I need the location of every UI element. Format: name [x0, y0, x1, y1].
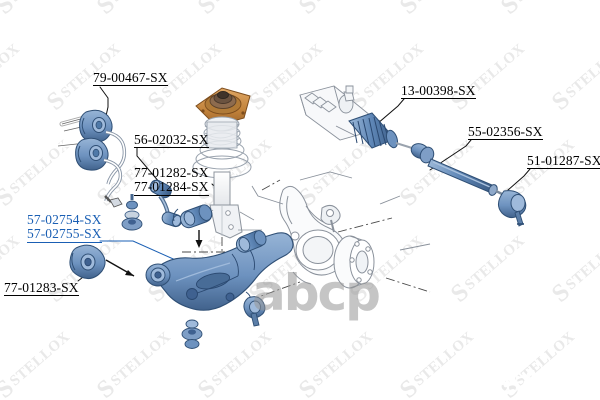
stabilizer-bushing-lower [75, 137, 109, 171]
control-arm-front-eye [145, 263, 171, 287]
label-underline [27, 241, 102, 243]
strut-top-mount [195, 87, 251, 127]
link-hardware [121, 194, 143, 231]
stabilizer-bar-assembly [56, 109, 127, 203]
steering-knuckle [279, 185, 348, 285]
part-number-label-primary: 57-02754-SX [27, 212, 102, 227]
control-arm-bushing-front-detached [69, 244, 106, 279]
outer-tie-rod-end [498, 190, 527, 227]
arm-hardware-bottom [181, 319, 203, 349]
stabilizer-link [109, 179, 183, 228]
part-number-label: 51-01287-SX [527, 153, 600, 168]
strut-assembly [192, 87, 262, 239]
control-arm-rear-eye [235, 230, 267, 253]
wheel-hub [333, 235, 375, 289]
part-number-label-secondary: 57-02755-SX [27, 226, 102, 242]
inner-tie-rod [395, 142, 505, 197]
part-number-label: 55-02356-SX [468, 124, 543, 139]
label-underline [468, 139, 543, 141]
part-number-label: 77-01283-SX [4, 280, 79, 295]
label-underline [527, 168, 600, 170]
callout-77-01282-sx-77-01284-sx: 77-01282-SX 77-01284-SX [134, 165, 209, 196]
label-underline [134, 147, 209, 149]
callout-55-02356-sx: 55-02356-SX [468, 124, 543, 141]
steering-rack [299, 85, 399, 149]
front-lower-control-arm [145, 230, 294, 327]
control-arm-bushing-rear-detached-1 [173, 204, 213, 229]
steering-rack-boot [348, 112, 399, 149]
part-number-label: 56-02032-SX [134, 132, 209, 147]
callout-77-01283-sx: 77-01283-SX [4, 280, 79, 297]
label-underline [93, 85, 168, 87]
ball-joint [243, 296, 266, 327]
label-underline [134, 194, 209, 196]
callout-56-02032-sx: 56-02032-SX [134, 132, 209, 149]
part-number-label-primary: 77-01282-SX [134, 165, 209, 180]
part-number-label-secondary: 77-01284-SX [134, 179, 209, 195]
label-underline [4, 295, 79, 297]
part-number-label: 13-00398-SX [401, 83, 476, 98]
callout-13-00398-sx: 13-00398-SX [401, 83, 476, 100]
callout-79-00467-sx: 79-00467-SX [93, 70, 168, 87]
label-underline [401, 98, 476, 100]
part-number-label: 79-00467-SX [93, 70, 168, 85]
callout-51-01287-sx: 51-01287-SX [527, 153, 600, 170]
stabilizer-bushing-upper [79, 109, 113, 143]
callout-57-02754-sx-57-02755-sx: 57-02754-SX 57-02755-SX [27, 212, 102, 243]
